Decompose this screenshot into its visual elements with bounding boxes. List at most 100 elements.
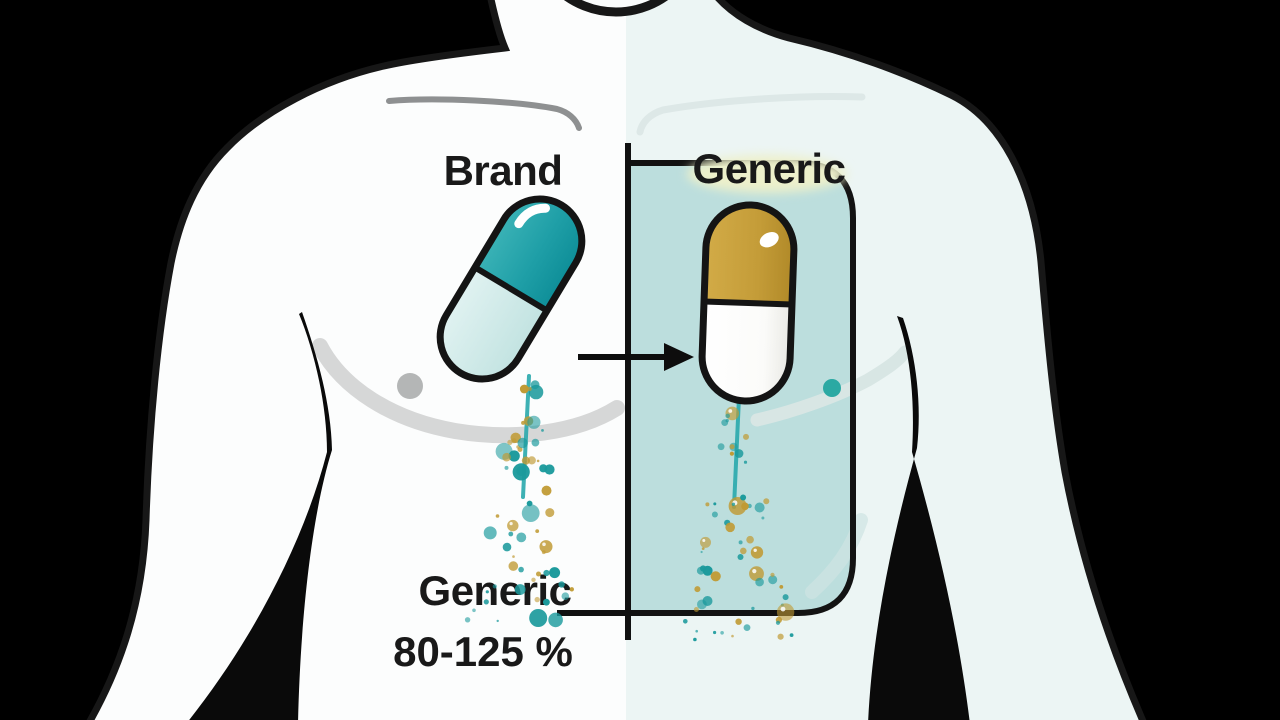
dissolution-particle xyxy=(720,631,724,635)
dissolution-particle xyxy=(694,586,701,593)
dissolution-particle xyxy=(527,415,541,429)
dissolution-particle xyxy=(517,447,523,452)
dissolution-particle xyxy=(710,571,721,582)
dissolution-particle xyxy=(529,609,548,627)
left-armpit-gap xyxy=(189,312,332,720)
dissolution-particle xyxy=(531,438,540,447)
dissolution-particle xyxy=(776,603,795,621)
dissolution-particle xyxy=(496,619,499,623)
dissolution-particle xyxy=(544,464,555,475)
dissolution-particle xyxy=(705,502,710,507)
dissolution-particle xyxy=(782,594,789,601)
dissolution-particle xyxy=(483,526,497,540)
dissolution-particle xyxy=(464,617,471,623)
dissolution-particle xyxy=(700,565,707,572)
dissolution-particle xyxy=(735,618,742,625)
particle-shine xyxy=(753,548,757,552)
particle-shine xyxy=(780,606,786,612)
dissolution-particle xyxy=(751,606,755,611)
dissolution-particle xyxy=(731,502,736,506)
brand-label: Brand xyxy=(444,147,563,194)
dissolution-particle xyxy=(725,522,735,533)
dissolution-particle xyxy=(543,569,550,577)
dissolution-particle xyxy=(528,384,544,400)
torso-outline xyxy=(86,0,1147,720)
dissolution-particle xyxy=(492,584,497,589)
left-collarbone-line xyxy=(386,96,582,131)
generic-top-label: Generic xyxy=(693,145,846,192)
dissolution-particle xyxy=(527,386,532,392)
dissolution-particle xyxy=(539,540,553,554)
brand-dissolution-particles xyxy=(464,380,574,628)
dissolution-particle xyxy=(521,456,531,465)
particle-shine xyxy=(509,522,513,526)
dissolution-particle xyxy=(521,504,540,522)
dissolution-particle xyxy=(743,624,751,631)
dissolution-particle xyxy=(518,566,524,573)
dissolution-particle xyxy=(504,465,509,470)
dissolution-particle xyxy=(697,599,707,610)
dissolution-particle xyxy=(534,596,540,603)
dissolution-particle xyxy=(541,429,544,432)
chin-circle xyxy=(563,0,669,17)
right-armpit-gap xyxy=(868,316,970,720)
dissolution-particle xyxy=(683,619,688,624)
dissolution-particle xyxy=(485,590,489,594)
dissolution-particle xyxy=(472,608,476,613)
generic-dissolution-particles xyxy=(683,406,795,642)
dissolution-particle xyxy=(695,629,698,633)
dissolution-particle xyxy=(541,485,552,496)
dissolution-particle xyxy=(507,439,513,445)
left-pec-line xyxy=(312,338,625,444)
dissolution-particle xyxy=(495,514,500,518)
dissolution-particle xyxy=(519,384,529,394)
dissolution-particle xyxy=(693,637,697,642)
dissolution-particle xyxy=(550,570,554,574)
dissolution-particle xyxy=(746,535,754,544)
left-nipple-dot xyxy=(397,373,423,399)
dissolution-particle xyxy=(527,456,536,465)
dissolution-particle xyxy=(740,494,747,501)
dissolution-particle xyxy=(511,438,517,444)
dissolution-particle xyxy=(483,599,489,605)
dissolution-particle xyxy=(750,546,764,559)
dissolution-particle xyxy=(512,463,530,481)
particle-shine xyxy=(728,409,733,413)
right-rib-hint-line xyxy=(805,513,868,599)
dissolution-particle xyxy=(569,587,574,592)
right-collarbone-line xyxy=(636,93,866,136)
dissolution-particle xyxy=(711,511,718,518)
dissolution-particle xyxy=(737,554,744,560)
dissolution-particle xyxy=(508,450,520,462)
dissolution-particle xyxy=(729,444,735,450)
dissolution-particle xyxy=(779,585,784,589)
dissolution-particle xyxy=(743,433,749,440)
dissolution-particle xyxy=(701,547,705,550)
dissolution-particle xyxy=(536,459,540,463)
dissolution-particle xyxy=(517,437,528,449)
dissolution-particle xyxy=(693,607,699,612)
generic-label-glow xyxy=(687,155,847,193)
dissolution-particle xyxy=(521,420,526,425)
arrow-right-icon xyxy=(578,343,694,371)
dissolution-particle xyxy=(725,418,729,423)
dissolution-particle xyxy=(549,567,561,579)
particle-shine xyxy=(542,542,546,547)
generic-capsule-icon xyxy=(698,201,798,405)
dissolution-particle xyxy=(548,612,563,628)
particle-shine xyxy=(752,569,757,574)
particle-shine xyxy=(702,539,706,542)
dissolution-particle xyxy=(725,413,730,419)
dissolution-particle xyxy=(731,634,734,638)
dissolution-particle xyxy=(775,620,781,625)
dissolution-particle xyxy=(734,449,744,458)
dissolution-particle xyxy=(713,502,717,506)
dissolution-particle xyxy=(743,460,748,464)
dissolution-particle xyxy=(755,577,764,587)
dissolution-particle xyxy=(508,531,514,537)
dissolution-particle xyxy=(558,581,565,588)
dissolution-particle xyxy=(545,508,555,518)
dissolution-particle xyxy=(508,561,519,571)
dissolution-particle xyxy=(768,575,778,585)
